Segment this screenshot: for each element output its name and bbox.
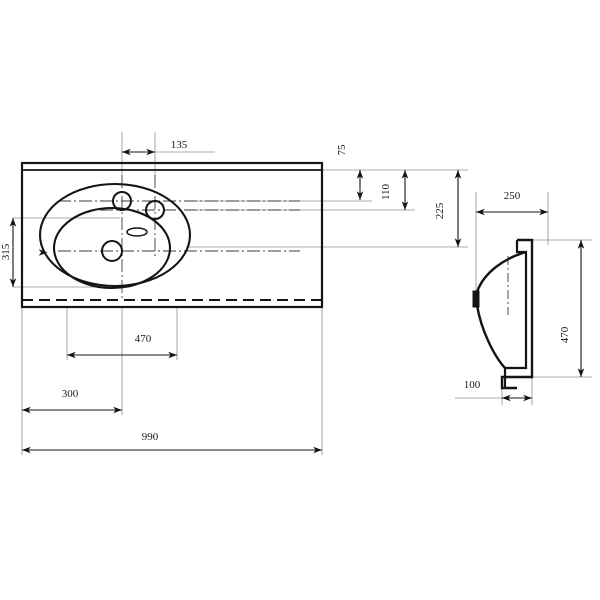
dim-label-75: 75	[336, 144, 348, 156]
dim-label-300: 300	[62, 388, 79, 400]
dim-label-315: 315	[0, 243, 12, 260]
tap-hole-right	[145, 200, 165, 220]
dim-label-250: 250	[504, 190, 521, 202]
basin-inner-edge	[52, 206, 172, 290]
bowl-nose-block	[472, 290, 480, 308]
dim-label-470-section: 470	[559, 326, 571, 343]
side-section-view	[472, 238, 534, 390]
bowl-upper-curve	[475, 250, 527, 293]
overflow-slot	[126, 227, 148, 237]
plan-outline	[20, 161, 324, 309]
basin-outer-edge	[38, 182, 192, 288]
dim-label-225: 225	[434, 202, 446, 219]
dim-label-470-plan: 470	[135, 333, 152, 345]
dimension-lines	[0, 148, 585, 454]
dim-label-135: 135	[171, 139, 188, 151]
dim-label-100: 100	[464, 379, 481, 391]
waste-hole	[101, 240, 123, 262]
plan-view	[20, 161, 324, 309]
dim-label-110: 110	[380, 183, 392, 200]
dim-label-990: 990	[142, 431, 159, 443]
bowl-lower-curve	[475, 304, 506, 369]
tap-hole-left	[112, 191, 132, 211]
section-inner-wall	[503, 240, 528, 388]
dimension-labels: 135 315 75 110 225 470 300 990 250 470 1…	[0, 139, 571, 443]
